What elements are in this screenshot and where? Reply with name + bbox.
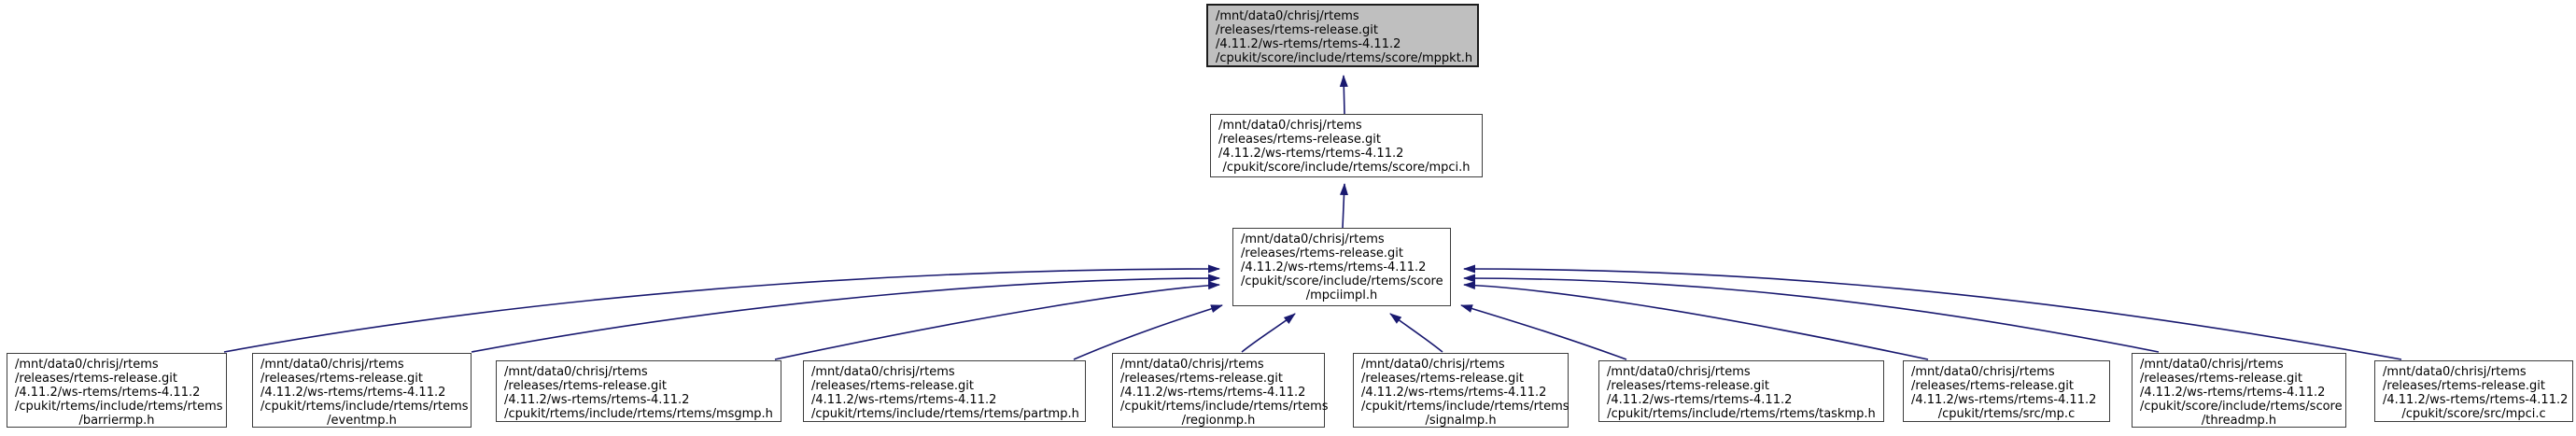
node-path-line: /cpukit/rtems/src/mp.c xyxy=(1937,407,2076,421)
node-path-line: /mnt/data0/chrisj/rtems xyxy=(504,365,648,379)
node-path-line: /cpukit/score/include/rtems/score xyxy=(1241,274,1443,288)
node-path-line: /4.11.2/ws-rtems/rtems-4.11.2 xyxy=(2140,386,2326,400)
node-path-line: /releases/rtems-release.git xyxy=(1120,372,1284,386)
node-taskmp-h[interactable]: /mnt/data0/chrisj/rtems /releases/rtems-… xyxy=(1598,360,1884,422)
node-path-line: /releases/rtems-release.git xyxy=(2140,372,2303,386)
node-path-line: /threadmp.h xyxy=(2201,414,2277,428)
node-path-line: /cpukit/rtems/include/rtems/rtems xyxy=(15,400,223,414)
node-path-line: /releases/rtems-release.git xyxy=(1911,379,2075,393)
node-path-line: /4.11.2/ws-rtems/rtems-4.11.2 xyxy=(2383,393,2569,407)
node-signalmp-h[interactable]: /mnt/data0/chrisj/rtems /releases/rtems-… xyxy=(1353,353,1570,428)
node-mp-c[interactable]: /mnt/data0/chrisj/rtems /releases/rtems-… xyxy=(1903,360,2110,422)
node-path-line: /barriermp.h xyxy=(78,414,155,428)
edge-arrow-partmp-to-mpciimpl xyxy=(1073,304,1223,360)
node-path-line: /mnt/data0/chrisj/rtems xyxy=(811,365,955,379)
node-path-line: /releases/rtems-release.git xyxy=(2383,379,2546,393)
node-path-line: /4.11.2/ws-rtems/rtems-4.11.2 xyxy=(1218,147,1404,161)
node-path-line: /mnt/data0/chrisj/rtems xyxy=(2383,365,2527,379)
node-path-line: /signalmp.h xyxy=(1425,414,1497,428)
edge-arrow-eventmp-to-mpciimpl xyxy=(471,274,1220,353)
edge-arrow-mpciimpl-to-mpci xyxy=(1339,183,1348,229)
node-path-line: /cpukit/score/include/rtems/score/mpci.h xyxy=(1222,161,1471,175)
node-path-line: /cpukit/score/include/rtems/score/mppkt.… xyxy=(1216,51,1473,65)
node-path-line: /releases/rtems-release.git xyxy=(1218,133,1382,147)
node-path-line: /4.11.2/ws-rtems/rtems-4.11.2 xyxy=(260,386,446,400)
node-path-line: /mnt/data0/chrisj/rtems xyxy=(1361,358,1505,372)
edge-arrow-mp-c-to-mpciimpl xyxy=(1463,281,1929,360)
edge-arrow-mpci-c-to-mpciimpl xyxy=(1463,264,2402,360)
node-path-line: /4.11.2/ws-rtems/rtems-4.11.2 xyxy=(504,393,690,407)
node-path-line: /releases/rtems-release.git xyxy=(15,372,178,386)
node-path-line: /releases/rtems-release.git xyxy=(1361,372,1525,386)
edge-arrow-signalmp-to-mpciimpl xyxy=(1389,313,1443,353)
node-eventmp-h[interactable]: /mnt/data0/chrisj/rtems /releases/rtems-… xyxy=(252,353,472,428)
node-threadmp-h[interactable]: /mnt/data0/chrisj/rtems /releases/rtems-… xyxy=(2132,353,2346,428)
node-path-line: /cpukit/rtems/include/rtems/rtems xyxy=(1361,400,1570,414)
node-partmp-h[interactable]: /mnt/data0/chrisj/rtems /releases/rtems-… xyxy=(803,360,1086,422)
node-mpci-c[interactable]: /mnt/data0/chrisj/rtems /releases/rtems-… xyxy=(2374,360,2573,422)
node-path-line: /releases/rtems-release.git xyxy=(1607,379,1770,393)
node-path-line: /4.11.2/ws-rtems/rtems-4.11.2 xyxy=(1216,37,1401,51)
node-path-line: /cpukit/rtems/include/rtems/rtems/partmp… xyxy=(811,407,1079,421)
node-path-line: /mnt/data0/chrisj/rtems xyxy=(1218,119,1362,133)
node-path-line: /4.11.2/ws-rtems/rtems-4.11.2 xyxy=(1361,386,1547,400)
node-path-line: /mnt/data0/chrisj/rtems xyxy=(1120,358,1264,372)
node-path-line: /mnt/data0/chrisj/rtems xyxy=(1216,9,1359,23)
node-path-line: /4.11.2/ws-rtems/rtems-4.11.2 xyxy=(1911,393,2097,407)
node-path-line: /4.11.2/ws-rtems/rtems-4.11.2 xyxy=(15,386,201,400)
node-path-line: /4.11.2/ws-rtems/rtems-4.11.2 xyxy=(1607,393,1793,407)
node-path-line: /mnt/data0/chrisj/rtems xyxy=(15,358,159,372)
node-path-line: /cpukit/score/include/rtems/score xyxy=(2140,400,2343,414)
edge-arrow-taskmp-to-mpciimpl xyxy=(1460,304,1627,360)
node-path-line: /mnt/data0/chrisj/rtems xyxy=(1911,365,2055,379)
node-path-line: /cpukit/score/src/mpci.c xyxy=(2401,407,2546,421)
node-barriermp-h[interactable]: /mnt/data0/chrisj/rtems /releases/rtems-… xyxy=(7,353,227,428)
node-path-line: /4.11.2/ws-rtems/rtems-4.11.2 xyxy=(1241,260,1427,274)
node-path-line: /mnt/data0/chrisj/rtems xyxy=(1241,232,1385,246)
node-mppkt-h[interactable]: /mnt/data0/chrisj/rtems /releases/rtems-… xyxy=(1206,4,1479,67)
node-path-line: /mpciimpl.h xyxy=(1305,288,1378,302)
node-path-line: /cpukit/rtems/include/rtems/rtems/msgmp.… xyxy=(504,407,773,421)
edge-arrow-regionmp-to-mpciimpl xyxy=(1241,313,1296,353)
node-mpciimpl-h[interactable]: /mnt/data0/chrisj/rtems /releases/rtems-… xyxy=(1232,228,1451,306)
node-path-line: /4.11.2/ws-rtems/rtems-4.11.2 xyxy=(811,393,997,407)
node-path-line: /releases/rtems-release.git xyxy=(260,372,424,386)
node-path-line: /releases/rtems-release.git xyxy=(811,379,975,393)
edge-arrow-threadmp-to-mpciimpl xyxy=(1463,274,2160,353)
node-path-line: /releases/rtems-release.git xyxy=(504,379,668,393)
node-path-line: /mnt/data0/chrisj/rtems xyxy=(1607,365,1751,379)
node-path-line: /releases/rtems-release.git xyxy=(1241,246,1404,260)
edge-arrow-barriermp-to-mpciimpl xyxy=(223,264,1220,353)
node-msgmp-h[interactable]: /mnt/data0/chrisj/rtems /releases/rtems-… xyxy=(496,360,781,422)
node-path-line: /regionmp.h xyxy=(1181,414,1256,428)
node-path-line: /cpukit/rtems/include/rtems/rtems/taskmp… xyxy=(1607,407,1876,421)
node-path-line: /4.11.2/ws-rtems/rtems-4.11.2 xyxy=(1120,386,1306,400)
node-path-line: /mnt/data0/chrisj/rtems xyxy=(2140,358,2284,372)
node-path-line: /mnt/data0/chrisj/rtems xyxy=(260,358,404,372)
node-regionmp-h[interactable]: /mnt/data0/chrisj/rtems /releases/rtems-… xyxy=(1112,353,1329,428)
node-path-line: /cpukit/rtems/include/rtems/rtems xyxy=(260,400,469,414)
node-mpci-h[interactable]: /mnt/data0/chrisj/rtems /releases/rtems-… xyxy=(1210,114,1483,177)
edge-arrow-msgmp-to-mpciimpl xyxy=(774,281,1220,360)
node-path-line: /cpukit/rtems/include/rtems/rtems xyxy=(1120,400,1329,414)
node-path-line: /releases/rtems-release.git xyxy=(1216,23,1379,37)
node-path-line: /eventmp.h xyxy=(327,414,397,428)
